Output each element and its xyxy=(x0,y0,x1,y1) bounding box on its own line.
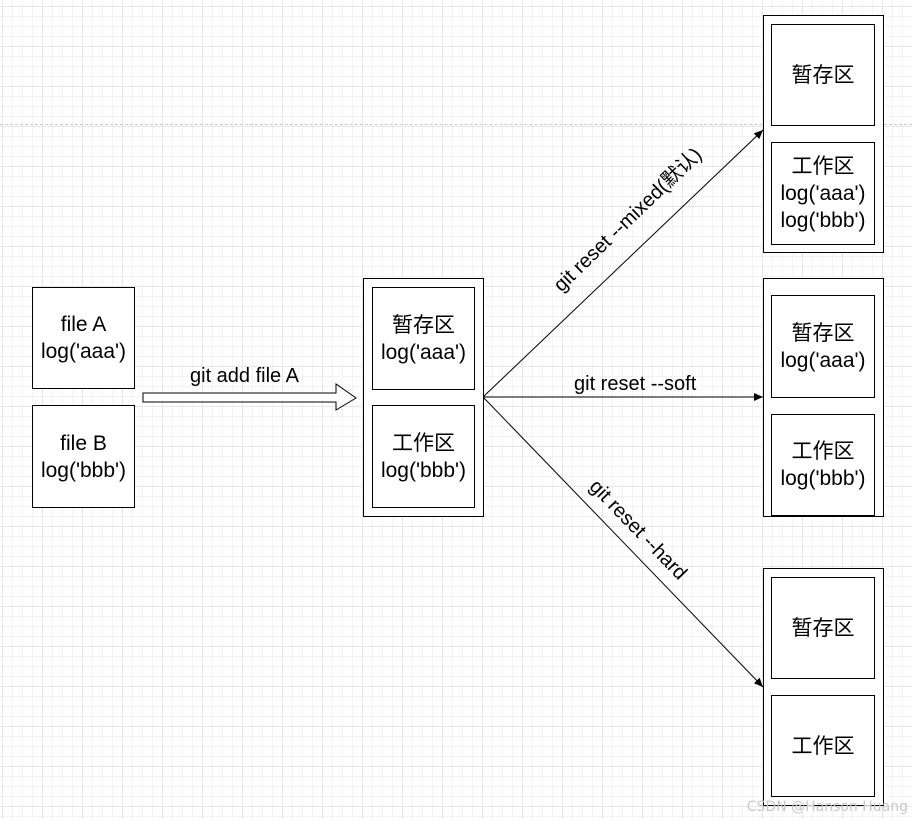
file-a-box: file A log('aaa') xyxy=(32,287,135,389)
soft-work-title: 工作区 xyxy=(791,440,855,463)
file-a-content: log('aaa') xyxy=(40,340,127,363)
file-a-name: file A xyxy=(60,313,107,336)
mixed-work-line2: log('bbb') xyxy=(780,209,866,232)
middle-stage-title: 暂存区 xyxy=(392,313,455,337)
mixed-work-box: 工作区 log('aaa') log('bbb') xyxy=(771,142,875,245)
git-add-arrow xyxy=(142,383,357,411)
hard-work-title: 工作区 xyxy=(791,734,855,758)
soft-stage-title: 暂存区 xyxy=(791,321,855,345)
mixed-work-title: 工作区 xyxy=(791,155,855,178)
middle-work-content: log('bbb') xyxy=(380,458,467,482)
mixed-work-line1: log('aaa') xyxy=(780,182,866,205)
hard-arrow xyxy=(482,396,764,688)
soft-label: git reset --soft xyxy=(574,373,697,395)
page-divider xyxy=(0,124,912,125)
mixed-stage-title: 暂存区 xyxy=(791,63,855,87)
middle-stage-box: 暂存区 log('aaa') xyxy=(372,287,475,390)
mixed-stage-box: 暂存区 xyxy=(771,24,875,126)
file-b-content: log('bbb') xyxy=(40,458,127,482)
mixed-arrow xyxy=(482,129,764,398)
middle-work-title: 工作区 xyxy=(392,431,455,455)
file-b-name: file B xyxy=(60,431,107,455)
soft-stage-box: 暂存区 log('aaa') xyxy=(771,295,875,398)
hard-stage-title: 暂存区 xyxy=(791,616,855,640)
file-b-box: file B log('bbb') xyxy=(32,405,135,508)
hard-stage-box: 暂存区 xyxy=(771,577,875,679)
soft-stage-content: log('aaa') xyxy=(780,348,866,372)
middle-stage-content: log('aaa') xyxy=(380,340,467,364)
soft-work-content: log('bbb') xyxy=(780,467,866,490)
watermark: CSDN @Hanson Huang xyxy=(746,799,908,815)
middle-work-box: 工作区 log('bbb') xyxy=(372,405,475,508)
soft-work-box: 工作区 log('bbb') xyxy=(771,414,875,516)
hard-work-box: 工作区 xyxy=(771,695,875,797)
git-add-label: git add file A xyxy=(190,365,299,387)
